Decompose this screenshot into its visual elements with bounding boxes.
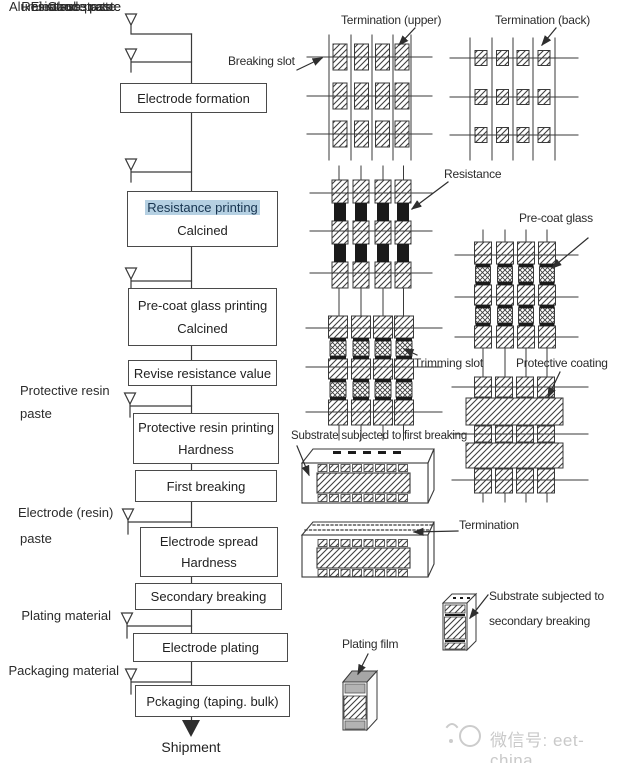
watermark-logo-icon: [445, 723, 481, 747]
shipment-arrow-icon: [182, 720, 200, 737]
input-label-electrode-resin: Electrode (resin): [18, 505, 114, 520]
watermark-text: 微信号: eet-china: [490, 731, 585, 763]
funnel-icons: [120, 13, 138, 682]
step-label: Pre-coat glass printing: [137, 297, 268, 313]
label-breaking-slot: Breaking slot: [228, 54, 295, 68]
termination-sketch: [300, 521, 435, 578]
label-protective-coating: Protective coating: [516, 356, 608, 370]
step-resistance-printing: Resistance printing Calcined: [127, 191, 278, 247]
grid-trimming-slot: [305, 315, 443, 426]
label-plating-film: Plating film: [342, 637, 399, 651]
step-secondary-breaking: Secondary breaking: [135, 583, 282, 610]
input-label-electrode-paste: Electrode paste: [30, 0, 121, 14]
step-sublabel: Calcined: [177, 321, 228, 337]
step-sublabel: Calcined: [177, 223, 228, 238]
grid-precoat-glass: [454, 241, 579, 349]
input-label-plating-material: Plating material: [21, 608, 111, 623]
input-label-protective-resin: Protective resin: [20, 383, 110, 398]
label-resistance: Resistance: [444, 167, 502, 181]
grid-resistance: [309, 179, 433, 289]
step-electrode-plating: Electrode plating: [133, 633, 288, 662]
step-label: Electrode plating: [162, 640, 259, 655]
step-label-highlighted: Resistance printing: [145, 200, 260, 215]
label-substrate-secondary-2: secondary breaking: [489, 614, 591, 628]
label-substrate-first-breaking: Substrate subjected to first breaking: [291, 430, 468, 442]
substrate-secondary-breaking-sketch: [441, 592, 478, 652]
label-trimming-slot: Trimming slot: [414, 356, 483, 370]
grid-left-verticals: [338, 165, 404, 441]
step-label: Pckaging (taping. bulk): [146, 693, 279, 709]
step-sublabel: Hardness: [181, 555, 237, 570]
grid-termination-back: [449, 37, 579, 161]
grid-protective-coating: [451, 376, 589, 494]
step-precoat-glass-printing: Pre-coat glass printing Calcined: [128, 288, 277, 346]
substrate-first-breaking-sketch: [300, 448, 435, 504]
input-label-alumina-substrate: Alumina substrate: [8, 0, 113, 14]
label-termination-back: Termination (back): [495, 13, 591, 27]
step-electrode-formation: Electrode formation: [120, 83, 267, 113]
input-label-glass-paste: Glass paste: [47, 0, 116, 14]
shipment-label: Shipment: [161, 739, 221, 755]
pointer-arrows: [296, 27, 589, 676]
plating-film-sketch: [341, 669, 379, 732]
step-protective-resin-printing: Protective resin printing Hardness: [133, 413, 279, 464]
input-label-packaging-material: Packaging material: [8, 663, 119, 678]
step-label: Revise resistance value: [133, 365, 272, 381]
label-precoat-glass: Pre-coat glass: [519, 211, 593, 225]
step-label: Secondary breaking: [150, 589, 267, 604]
step-label: First breaking: [166, 478, 246, 494]
step-revise-resistance-value: Revise resistance value: [128, 360, 277, 386]
step-packaging: Pckaging (taping. bulk): [135, 685, 290, 717]
input-label-protective-resin-2: paste: [20, 406, 52, 421]
step-electrode-spread: Electrode spread Hardness: [140, 527, 278, 577]
input-label-electrode-resin-2: paste: [20, 531, 52, 546]
step-sublabel: Hardness: [178, 441, 234, 457]
grid-termination-upper: [306, 34, 433, 161]
label-substrate-secondary-1: Substrate subjected to: [489, 589, 605, 603]
step-label: Electrode formation: [137, 90, 250, 106]
input-label-resistance-paste: Resistance paste: [21, 0, 121, 14]
step-label: Electrode spread: [159, 534, 259, 549]
label-termination-upper: Termination (upper): [341, 13, 442, 27]
label-termination: Termination: [459, 518, 519, 532]
step-label: Protective resin printing: [138, 420, 274, 436]
step-first-breaking: First breaking: [135, 470, 277, 502]
